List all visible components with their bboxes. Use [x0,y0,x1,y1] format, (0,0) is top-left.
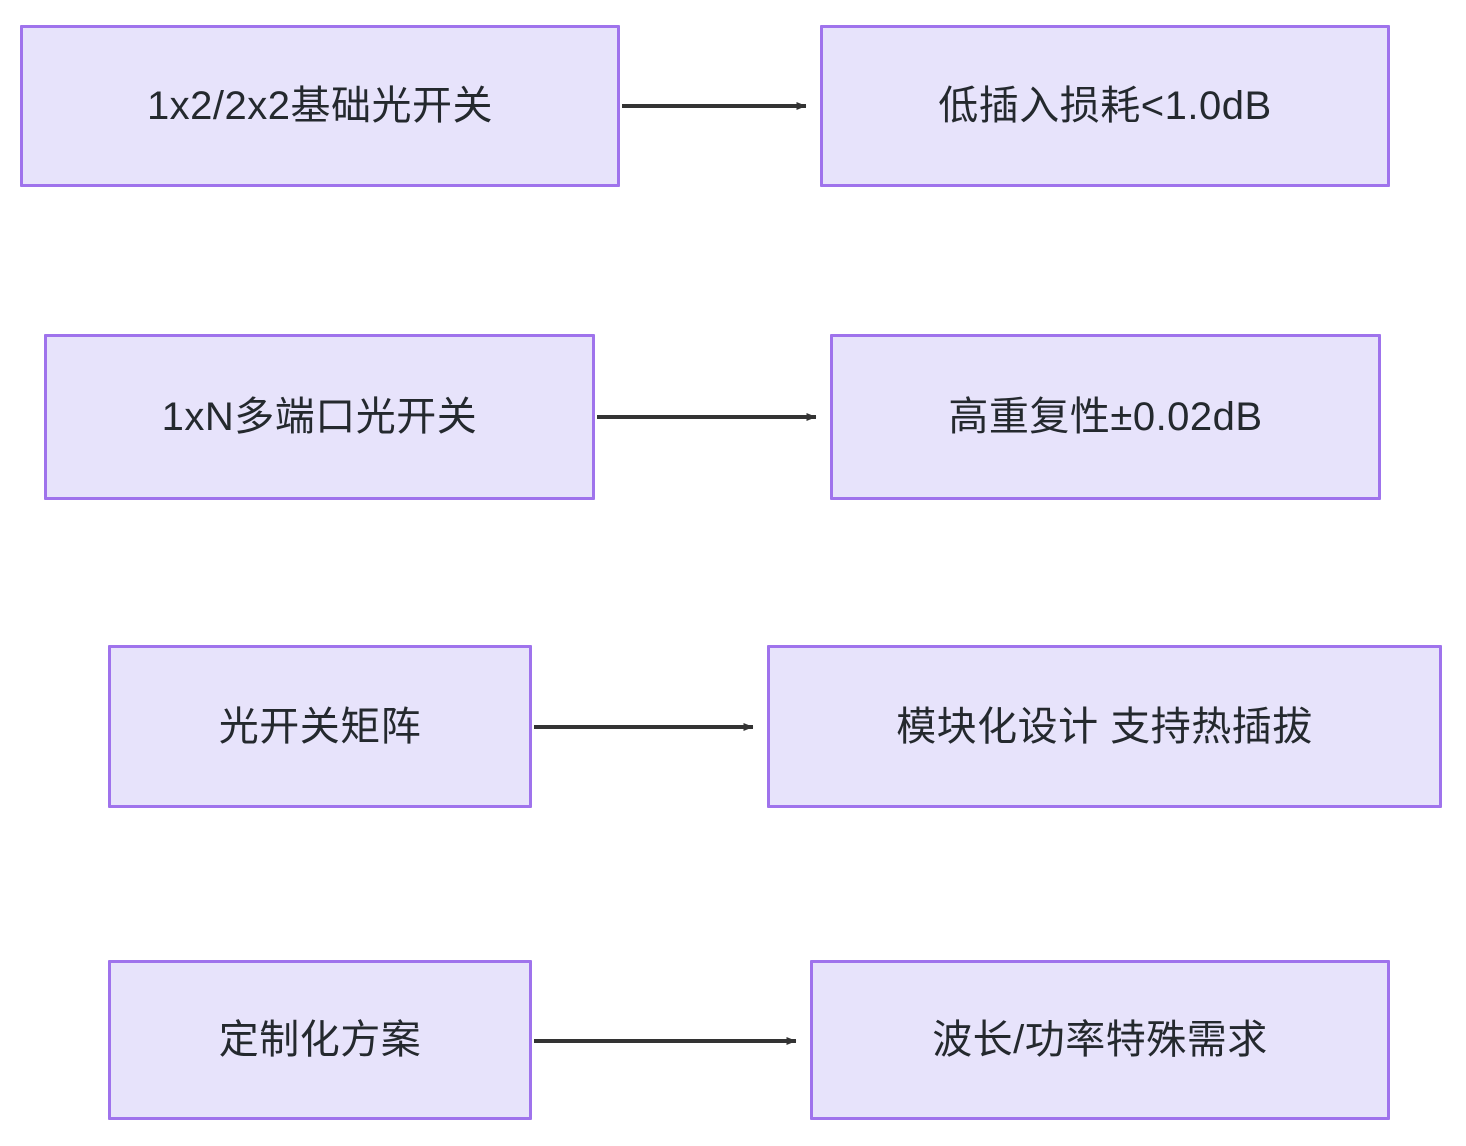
node-custom-solution-label: 定制化方案 [218,1018,422,1062]
node-custom-solution[interactable]: 定制化方案 [108,960,532,1120]
node-multiport-switch[interactable]: 1xN多端口光开关 [44,334,595,500]
node-high-repeatability[interactable]: 高重复性±0.02dB [830,334,1381,500]
node-basic-switch-label: 1x2/2x2基础光开关 [146,84,494,128]
node-modular-hotswap[interactable]: 模块化设计 支持热插拔 [767,645,1442,808]
node-wavelength-power[interactable]: 波长/功率特殊需求 [810,960,1390,1120]
node-basic-switch[interactable]: 1x2/2x2基础光开关 [20,25,620,187]
node-low-insertion-loss-label: 低插入损耗<1.0dB [938,84,1272,128]
node-high-repeatability-label: 高重复性±0.02dB [948,395,1263,439]
node-low-insertion-loss[interactable]: 低插入损耗<1.0dB [820,25,1390,187]
node-multiport-switch-label: 1xN多端口光开关 [161,395,478,439]
node-wavelength-power-label: 波长/功率特殊需求 [932,1018,1268,1062]
node-switch-matrix[interactable]: 光开关矩阵 [108,645,532,808]
node-modular-hotswap-label: 模块化设计 支持热插拔 [896,704,1313,749]
node-switch-matrix-label: 光开关矩阵 [218,704,422,749]
